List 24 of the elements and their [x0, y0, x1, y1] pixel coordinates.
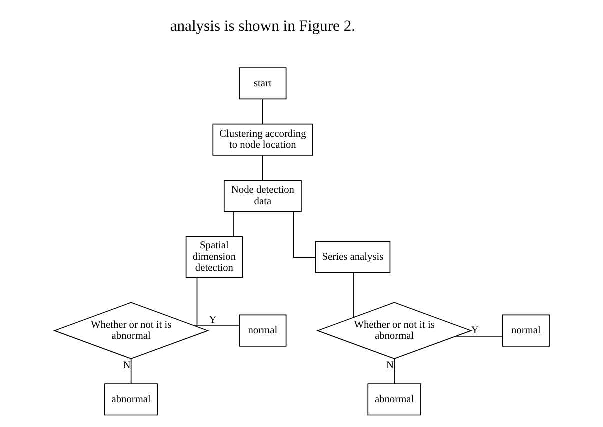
node-box: Node detection data	[223, 180, 302, 212]
edge-label: N	[386, 360, 394, 372]
connector	[353, 272, 354, 318]
connector	[262, 98, 263, 125]
edge-label: Y	[470, 326, 478, 337]
node-box: Spatial dimension detection	[185, 236, 243, 278]
node-box: Clustering according to node location	[212, 124, 313, 156]
connector	[130, 358, 132, 384]
node-box: normal	[238, 314, 286, 347]
node-box: start	[238, 68, 286, 100]
node-box: Series analysis	[314, 241, 390, 274]
label: analysis is shown in Figure 2.	[170, 18, 356, 36]
edge-label: Y	[208, 315, 216, 326]
node-box: normal	[502, 314, 550, 347]
connector	[232, 211, 234, 238]
node-diamond: Whether or not it is abnormal	[316, 302, 472, 360]
connector	[455, 336, 503, 337]
edge-label: N	[122, 360, 130, 372]
connector	[196, 277, 198, 328]
node-diamond: Whether or not it is abnormal	[52, 302, 209, 360]
connector	[262, 155, 263, 182]
node-box: abnormal	[367, 384, 421, 416]
node-box: abnormal	[104, 384, 158, 416]
connector	[292, 212, 316, 258]
